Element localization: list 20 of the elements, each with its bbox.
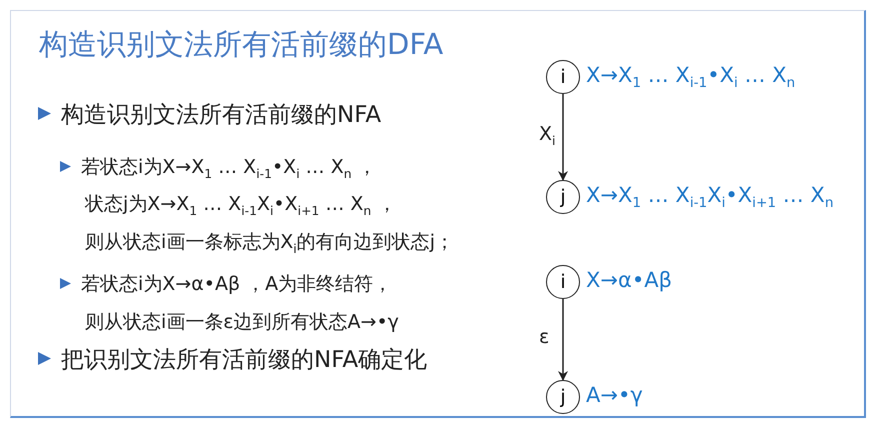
- state-circle: j: [546, 180, 580, 214]
- state-label: X→X$_{1}$ … X$_{i-1}$X$_{i}$•X$_{i+1}$ … X$_{n}$: [586, 183, 834, 212]
- bullet-text: 则从状态i画一条标志为X$_{i}$的有向边到状态j；: [85, 230, 454, 256]
- bullet-text: 则从状态i画一条ε边到所有状态A→•γ: [85, 310, 399, 335]
- state-label: X→α•Aβ: [586, 268, 672, 292]
- slide-title: 构造识别文法所有活前缀的DFA: [39, 26, 444, 63]
- arrow: [558, 94, 568, 181]
- state-label: X→X$_{1}$ … X$_{i-1}$•X$_{i}$ … X$_{n}$: [586, 63, 796, 92]
- state-label: A→•γ: [586, 383, 643, 407]
- state-circle: j: [546, 380, 580, 414]
- bullet-text: 状态j为X→X$_{1}$ … X$_{i-1}$X$_{i}$•X$_{i+1}$ … X$_{n}$ ，: [85, 192, 396, 218]
- state-circle: i: [546, 265, 580, 299]
- edge-label: ε: [539, 326, 550, 348]
- arrow: [558, 299, 568, 381]
- bullet-text: 构造识别文法所有活前缀的NFA: [61, 101, 382, 130]
- bullet-text: 若状态i为X→α•Aβ ，A为非终结符，: [81, 272, 392, 297]
- bullet-text: 若状态i为X→X$_{1}$ … X$_{i-1}$•X$_{i}$ … X$_{n}$ ，: [81, 155, 377, 181]
- edge-label: X$_{i}$: [539, 123, 556, 148]
- state-circle: i: [546, 60, 580, 94]
- bullet-text: 把识别文法所有活前缀的NFA确定化: [61, 346, 428, 375]
